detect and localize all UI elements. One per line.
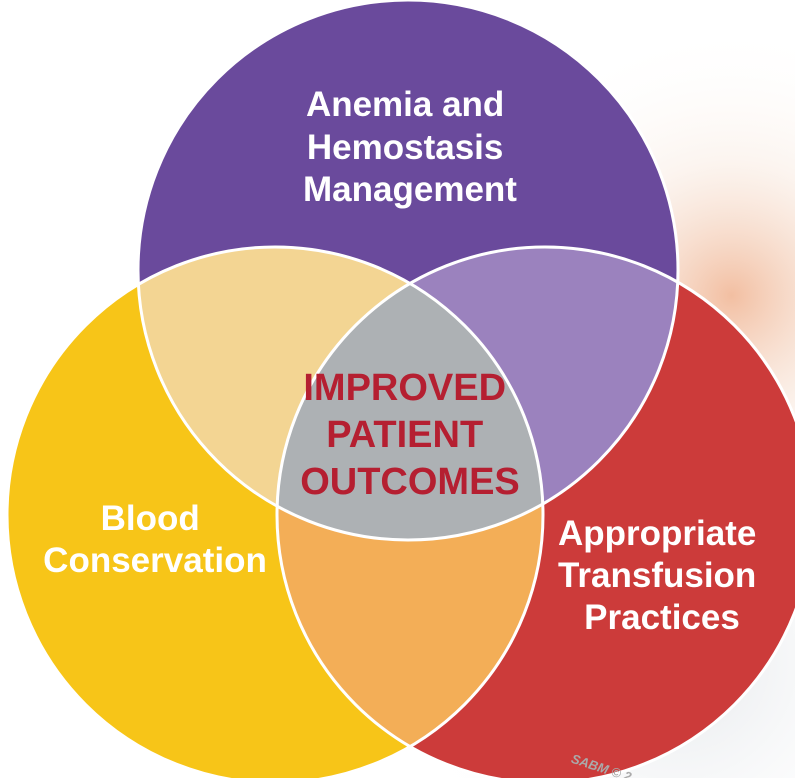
- label-top-line-1: Anemia and: [306, 85, 504, 124]
- overlap-center: [277, 247, 543, 540]
- circle-outlines: [5, 0, 795, 778]
- label-anemia-hemostasis: Anemia and Hemostasis Management: [303, 85, 517, 209]
- label-appropriate-transfusion: Appropriate Transfusion Practices: [558, 514, 766, 637]
- label-right-line-1: Appropriate: [558, 514, 756, 553]
- label-left-line-2: Conservation: [43, 541, 267, 580]
- label-center-line-3: OUTCOMES: [300, 461, 520, 503]
- label-top-line-3: Management: [303, 170, 517, 209]
- label-left-line-1: Blood: [101, 499, 200, 538]
- label-top-line-2: Hemostasis: [307, 128, 503, 167]
- label-blood-conservation: Blood Conservation: [43, 499, 267, 580]
- label-right-line-3: Practices: [584, 598, 740, 637]
- label-improved-outcomes: IMPROVED PATIENT OUTCOMES: [300, 367, 520, 503]
- label-center-line-1: IMPROVED: [303, 367, 506, 409]
- label-right-line-2: Transfusion: [558, 556, 756, 595]
- label-center-line-2: PATIENT: [326, 414, 483, 456]
